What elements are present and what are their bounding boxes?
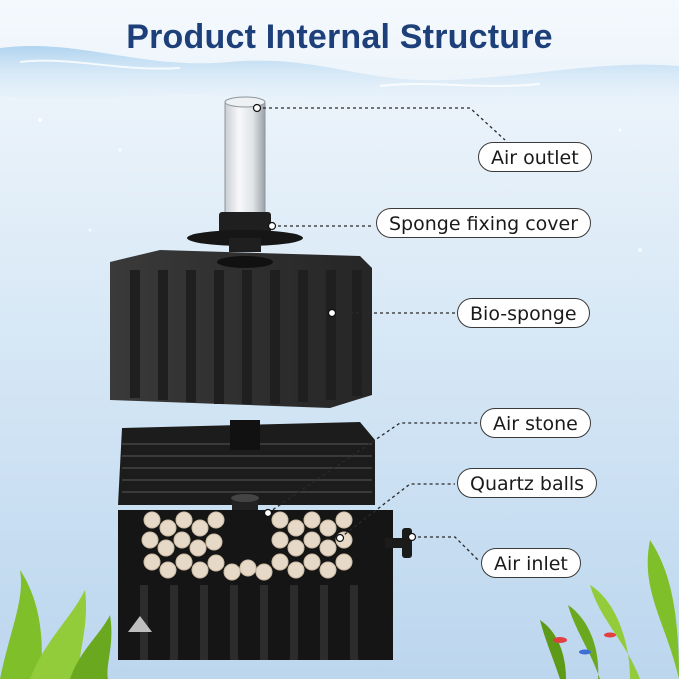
brand-mark xyxy=(128,616,152,632)
label-air-inlet: Air inlet xyxy=(481,548,581,578)
label-bio-sponge: Bio-sponge xyxy=(457,298,590,328)
sponge-fixing-cover xyxy=(187,212,303,252)
page-title: Product Internal Structure xyxy=(126,18,553,56)
air-outlet-tube xyxy=(224,96,266,226)
bio-sponge xyxy=(110,250,372,408)
quartz-balls xyxy=(141,511,353,581)
label-quartz-balls: Quartz balls xyxy=(457,468,598,498)
base-housing xyxy=(118,510,393,660)
label-sponge-fixing-cover: Sponge fixing cover xyxy=(376,208,592,238)
label-air-outlet: Air outlet xyxy=(478,142,592,172)
label-air-stone: Air stone xyxy=(480,408,591,438)
fish xyxy=(553,632,616,655)
aquarium-plants-right xyxy=(540,540,679,679)
grid-plate xyxy=(118,420,375,505)
leader-lines xyxy=(257,107,506,561)
leader-dots xyxy=(252,103,417,543)
aquarium-plants-left xyxy=(0,570,112,679)
water-surface xyxy=(0,46,679,252)
